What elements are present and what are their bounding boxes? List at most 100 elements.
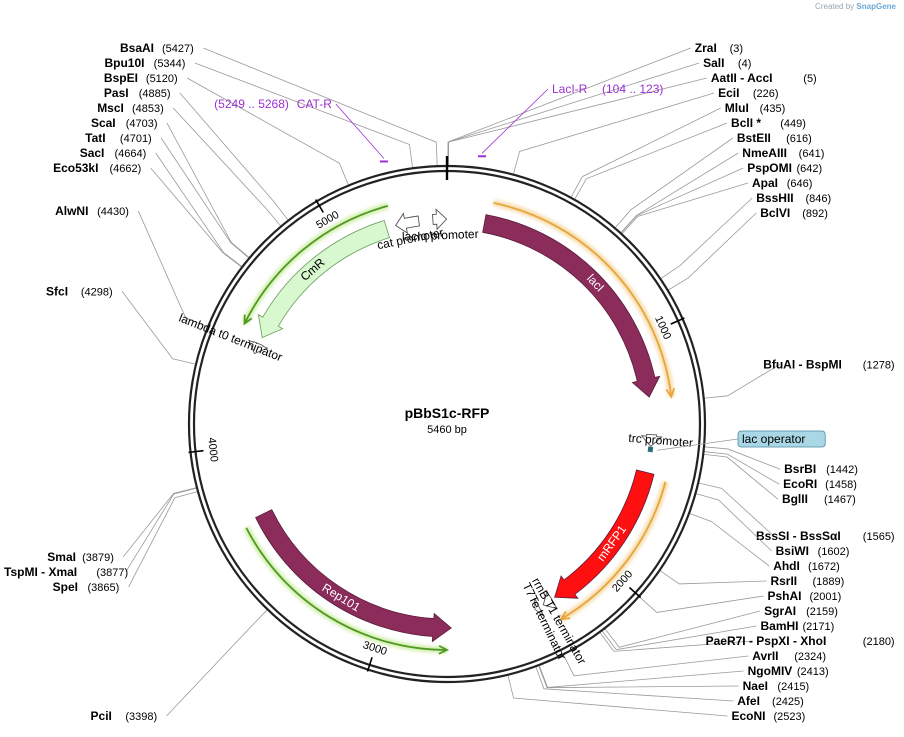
site-name: RsrII	[770, 574, 797, 588]
site-name: ZraI	[695, 41, 717, 55]
feature-label: lacIq promoter	[402, 227, 479, 244]
site-name: AfeI	[737, 694, 760, 708]
site-ecii[interactable]: EciI(226)	[512, 86, 779, 175]
site-paer7i-pspxi-xhoi[interactable]: PaeR7I - PspXI - XhoI(2180)	[599, 631, 895, 652]
site-bspei[interactable]: BspEI(5120)	[104, 71, 349, 186]
feature-laci[interactable]: lacI	[482, 214, 661, 398]
site-name: BamHI	[761, 619, 799, 633]
site-position: (4853)	[132, 103, 164, 115]
site-position: (1278)	[863, 359, 895, 371]
site-pcii[interactable]: PciI(3398)	[91, 609, 268, 723]
site-bfuai-bspmi[interactable]: BfuAI - BspMI(1278)	[703, 357, 895, 399]
feature-laciq-promoter[interactable]: lacIq promoter	[402, 208, 479, 244]
site-bpu10i[interactable]: Bpu10I(5344)	[104, 56, 414, 169]
scale-tick-label: 4000	[205, 437, 220, 463]
site-afei[interactable]: AfeI(2425)	[535, 666, 804, 708]
site-leader-line	[179, 92, 289, 221]
site-name: BsiWI	[776, 544, 809, 558]
site-tspmi-xmai[interactable]: TspMI - XmaI(3877)	[4, 487, 198, 579]
site-scai[interactable]: ScaI (4703)	[91, 116, 250, 259]
site-econi[interactable]: EcoNI(2523)	[507, 674, 805, 723]
site-bsaai[interactable]: BsaAI(5427)	[120, 41, 438, 167]
feature-cmr[interactable]: CmR	[257, 219, 391, 339]
site-bglii[interactable]: BglII(1467)	[703, 453, 856, 506]
site-leader-line	[601, 625, 757, 651]
site-name: BstEII	[737, 131, 771, 145]
feature-arrow	[257, 219, 391, 339]
site-leader-line	[538, 665, 739, 689]
site-tati[interactable]: TatI(4701)	[85, 131, 250, 259]
site-bamhi[interactable]: BamHI (2171)	[601, 619, 835, 651]
site-position: (3877)	[96, 567, 128, 579]
site-leader-line	[447, 62, 700, 167]
feature-arrow	[640, 433, 663, 448]
site-leader-line	[660, 197, 753, 280]
site-bsssi-bsss-i[interactable]: BssSI - BssSαI(1565)	[698, 482, 895, 543]
site-position: (4430)	[97, 206, 129, 218]
site-ecori[interactable]: EcoRI(1458)	[703, 451, 857, 492]
site-name: MluI	[725, 101, 749, 115]
site-position: (2415)	[777, 681, 809, 693]
site-sgrai[interactable]: SgrAI(2159)	[604, 604, 838, 648]
site-bsshii[interactable]: BssHII(846)	[660, 191, 831, 280]
site-position: (4703)	[126, 118, 158, 130]
site-bsteii[interactable]: BstEII(616)	[614, 131, 812, 229]
site-name: BclVI	[760, 206, 790, 220]
primer-cat-r[interactable]: CAT-R(5249 .. 5268)	[214, 97, 388, 163]
site-leader-line	[125, 487, 198, 572]
site-naei[interactable]: NaeI(2415)	[538, 665, 809, 693]
site-name: PasI	[104, 86, 129, 100]
primer-laci-r[interactable]: LacI-R(104 .. 123)	[478, 82, 663, 158]
site-saci[interactable]: SacI(4664)	[80, 146, 243, 268]
site-avrii[interactable]: AvrII(2324)	[562, 649, 826, 677]
site-position: (2171)	[803, 621, 835, 633]
operator-label-box	[737, 430, 826, 448]
site-eco53ki[interactable]: Eco53kI(4662)	[53, 161, 243, 268]
site-apai[interactable]: ApaI(646)	[621, 176, 813, 235]
site-leader-line	[122, 487, 198, 558]
feature-arrow	[542, 590, 559, 610]
site-bsrbi[interactable]: BsrBI(1442)	[703, 446, 858, 476]
site-smai[interactable]: SmaI(3879)	[47, 487, 198, 564]
site-position: (4885)	[139, 88, 171, 100]
site-zrai[interactable]: ZraI(3)	[447, 41, 743, 167]
site-mlui[interactable]: MluI(435)	[570, 101, 785, 198]
site-name: ScaI	[91, 116, 116, 130]
site-sali[interactable]: SalI(4)	[447, 56, 751, 167]
site-leader-line	[150, 167, 243, 268]
site-leader-line	[172, 107, 282, 227]
site-msci[interactable]: MscI(4853)	[97, 101, 282, 227]
site-spei[interactable]: SpeI(3865)	[53, 491, 199, 594]
feature-lac-operator[interactable]: lac operator	[647, 430, 826, 453]
site-pshai[interactable]: PshAI(2001)	[638, 589, 841, 613]
scale-tick	[315, 199, 324, 213]
site-bcli[interactable]: BclI *(449)	[574, 116, 806, 200]
feature-arrow	[554, 469, 655, 599]
site-pspomi[interactable]: PspOMI(642)	[620, 161, 822, 234]
feature-mrfp1[interactable]: mRFP1	[554, 469, 655, 599]
site-bclvi[interactable]: BclVI(892)	[667, 206, 828, 291]
site-leader-line	[166, 609, 268, 717]
operator-leader	[657, 438, 739, 451]
site-leader-line	[703, 364, 780, 399]
site-name: AlwNI	[55, 204, 88, 218]
site-leader-line	[620, 152, 739, 234]
site-position: (2159)	[806, 606, 838, 618]
site-ahdi[interactable]: AhdI(1672)	[688, 512, 840, 573]
site-aatii-acci[interactable]: AatII - AccI (5)	[448, 71, 817, 167]
site-rsrii[interactable]: RsrII(1889)	[659, 569, 844, 588]
site-pasi[interactable]: PasI (4885)	[104, 86, 289, 221]
feature-rep101[interactable]: Rep101	[255, 509, 452, 643]
site-position: (4)	[738, 58, 751, 70]
site-name: EcoRI	[783, 477, 817, 491]
site-position: (5)	[803, 73, 816, 85]
site-name: NgoMIV	[748, 664, 793, 678]
site-leader-line	[620, 167, 744, 234]
site-alwni[interactable]: AlwNI (4430)	[55, 204, 209, 328]
site-name: AatII - AccI	[711, 71, 773, 85]
feature-trc-promoter[interactable]: trc promoter	[628, 431, 694, 450]
site-sfci[interactable]: SfcI(4298)	[46, 284, 197, 365]
primers-layer: CAT-R(5249 .. 5268) LacI-R(104 .. 123)	[214, 82, 663, 163]
site-position: (846)	[805, 193, 831, 205]
site-bsiwi[interactable]: BsiWI(1602)	[695, 493, 849, 558]
